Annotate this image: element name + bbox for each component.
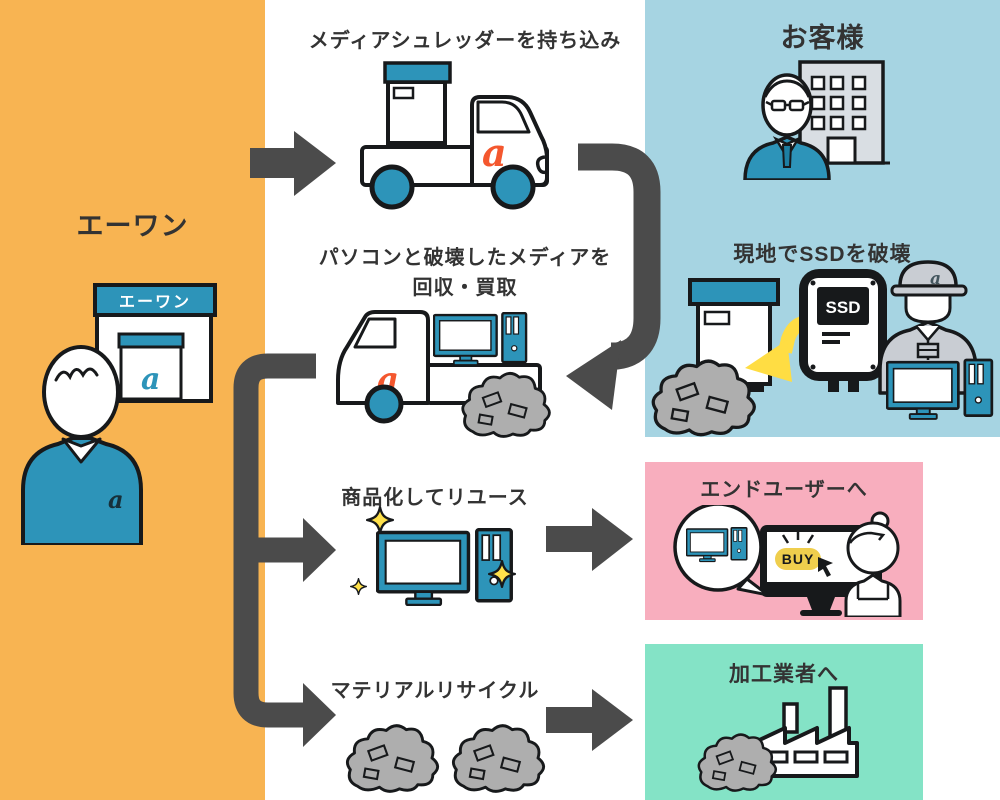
collect-buy-label: パソコンと破壊したメディアを 回収・買取 <box>275 243 655 303</box>
arrow-aone-to-truck <box>250 131 336 196</box>
collected-media-pile-icon <box>461 371 552 438</box>
arrow-reuse-to-enduser <box>546 508 633 571</box>
aone-panel-label: エーワン <box>76 211 189 241</box>
end-user-panel-label: エンドユーザーへ <box>700 479 868 501</box>
recycle-pile-right-icon <box>451 724 546 793</box>
bring-shredder-label: メディアシュレッダーを持ち込み <box>308 30 622 52</box>
store-sign-text: エーワン <box>119 294 191 311</box>
collect-buy-line1: パソコンと破壊したメディアを <box>318 247 612 269</box>
customer-icon <box>743 60 890 180</box>
business-man <box>743 73 831 180</box>
processor-panel-label: 加工業者へ <box>729 663 839 686</box>
collect-buy-line2: 回収・買取 <box>412 277 518 299</box>
staff-shirt-logo: a <box>108 485 124 514</box>
aone-staff-icon: a <box>21 345 143 545</box>
end-user-scene-icon: BUY <box>673 505 902 617</box>
material-recycle-label: マテリアルリサイクル <box>330 680 540 702</box>
buy-button: BUY <box>782 551 815 567</box>
onsite-destroy-label: 現地でSSDを破壊 <box>733 243 912 266</box>
pc-speech-bubble <box>673 505 770 597</box>
cursor-icon <box>818 557 833 577</box>
arrow-trunk-branches <box>233 353 336 747</box>
truck-cargo-pc-icon <box>433 312 528 367</box>
reuse-pc-icon <box>350 506 516 606</box>
recycle-pile-left-icon <box>345 724 440 793</box>
factory-icon <box>751 686 859 778</box>
sparkle-icon <box>350 578 367 595</box>
store-door-logo: a <box>141 362 160 397</box>
field-worker-icon: a <box>878 260 994 421</box>
worker-pc-icon <box>886 358 994 421</box>
arrow-recycle-to-processor <box>546 689 633 751</box>
reuse-label: 商品化してリユース <box>341 487 529 509</box>
end-user-person <box>844 511 902 617</box>
ssd-icon: SSD <box>799 269 887 392</box>
ssd-label: SSD <box>826 298 861 317</box>
glasses <box>765 99 810 112</box>
customer-panel-label: お客様 <box>780 23 865 53</box>
factory-scene-icon <box>697 686 859 792</box>
arrow-truck-to-onsite <box>566 143 661 410</box>
shredder-truck-icon: a <box>360 61 549 210</box>
worker-cap-logo: a <box>930 269 941 289</box>
